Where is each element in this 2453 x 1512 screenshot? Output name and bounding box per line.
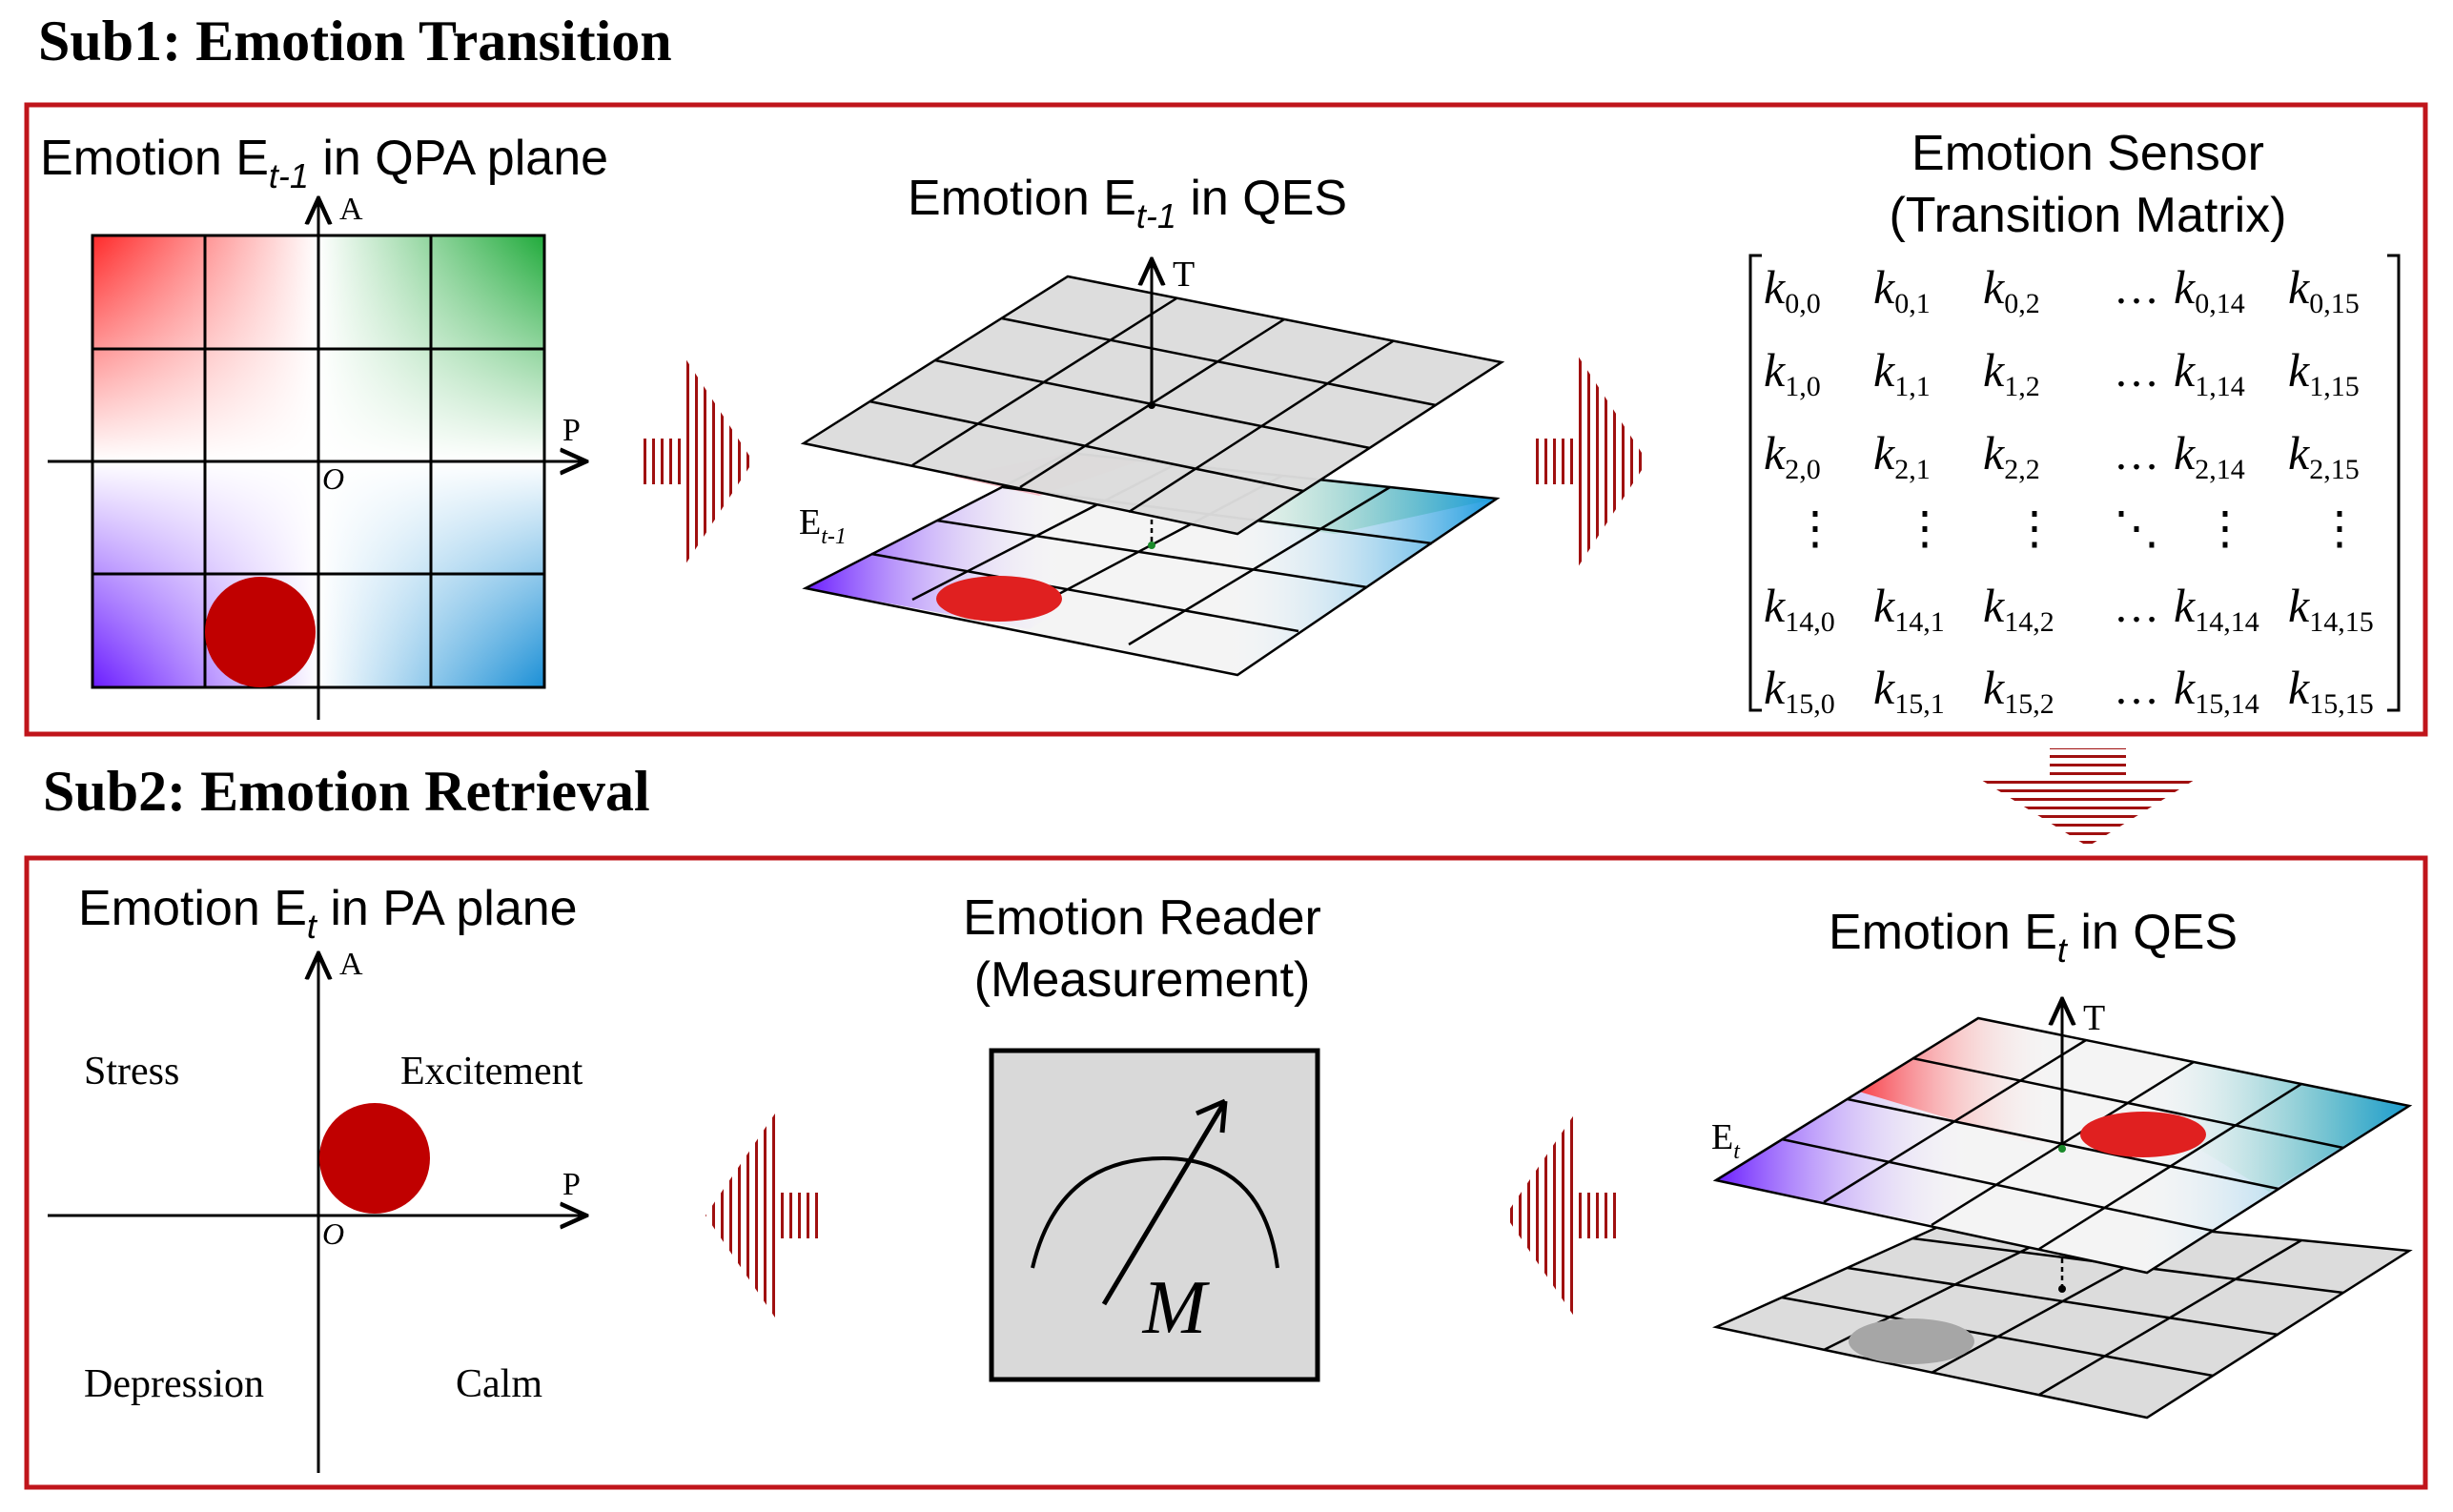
pa-plane-panel: Emotion Et in PA plane A P O Stress Exci… xyxy=(48,881,586,1473)
matrix-cell: k1,1 xyxy=(1873,343,1931,402)
matrix-cell: k1,15 xyxy=(2288,343,2360,402)
pa-origin-label: O xyxy=(322,1216,344,1251)
transition-matrix: k0,0 k0,1 k0,2 … k0,14 k0,15 k1,0 k1,1 k1,2 … k1,1… xyxy=(1764,260,2374,720)
flow-arrow-3 xyxy=(705,1111,818,1320)
matrix-cell: k15,2 xyxy=(1983,661,2054,720)
matrix-bracket-left xyxy=(1748,254,1762,712)
qes-prev-axis-t-label: T xyxy=(1173,255,1195,295)
matrix-cell: k2,1 xyxy=(1873,426,1931,485)
flow-arrow-down xyxy=(1973,748,2202,847)
flow-arrow-4 xyxy=(1505,1111,1618,1320)
qes-prev-e-label: Et-1 xyxy=(799,502,847,549)
reader-title-line1: Emotion Reader xyxy=(963,890,1321,946)
matrix-cell: k2,15 xyxy=(2288,426,2360,485)
qes-prev-emotion-dot xyxy=(936,576,1062,622)
qes-prev-color-plane xyxy=(802,451,1501,677)
qes-cur-axis-t-label: T xyxy=(2083,998,2105,1038)
meter-letter: M xyxy=(1142,1266,1211,1350)
matrix-cell: k2,0 xyxy=(1764,426,1821,485)
matrix-cell: k15,15 xyxy=(2288,661,2374,720)
sub1-heading: Sub1: Emotion Transition xyxy=(38,10,672,72)
matrix-cell: k0,15 xyxy=(2288,260,2360,319)
matrix-cell: k15,0 xyxy=(1764,661,1835,720)
matrix-cell: ⋮ xyxy=(2317,503,2362,554)
sub2-frame xyxy=(24,855,2428,1490)
qpa-axis-p-label: P xyxy=(562,413,581,448)
sensor-title-line1: Emotion Sensor xyxy=(1911,126,2264,181)
quadrant-excitement: Excitement xyxy=(400,1050,583,1093)
matrix-cell: ⋮ xyxy=(2012,503,2057,554)
matrix-cell: k1,14 xyxy=(2174,343,2245,402)
reader-title-line2: (Measurement) xyxy=(974,952,1311,1008)
qes-prev-panel: Emotion Et-1 in QES xyxy=(799,171,1505,677)
qpa-origin-label: O xyxy=(322,461,344,496)
matrix-cell: k14,0 xyxy=(1764,579,1835,638)
matrix-cell: … xyxy=(2114,582,2159,632)
matrix-cell: ⋱ xyxy=(2114,503,2159,554)
sub1-frame xyxy=(24,102,2428,737)
sub2-heading: Sub2: Emotion Retrieval xyxy=(43,760,650,823)
matrix-cell: … xyxy=(2114,346,2159,397)
emotion-dot-prev xyxy=(205,577,316,687)
matrix-cell: k0,2 xyxy=(1983,260,2040,319)
meter-needle-icon xyxy=(1101,1099,1228,1306)
matrix-cell: k1,0 xyxy=(1764,343,1821,402)
flow-arrow-1 xyxy=(641,353,753,570)
matrix-cell: ⋮ xyxy=(1792,503,1838,554)
matrix-cell: ⋮ xyxy=(2202,503,2248,554)
matrix-cell: k15,14 xyxy=(2174,661,2259,720)
reader-panel: Emotion Reader (Measurement) M xyxy=(963,890,1321,1382)
matrix-cell: k1,2 xyxy=(1983,343,2040,402)
matrix-cell: k0,0 xyxy=(1764,260,1821,319)
pa-axis-a-label: A xyxy=(339,947,363,982)
qpa-plane-title: Emotion Et-1 in QPA plane xyxy=(40,131,608,195)
matrix-bracket-right xyxy=(2387,254,2401,712)
flow-arrow-2 xyxy=(1535,353,1647,570)
qes-prev-title: Emotion Et-1 in QES xyxy=(908,171,1347,235)
matrix-cell: k14,1 xyxy=(1873,579,1945,638)
matrix-cell: … xyxy=(2114,263,2159,314)
qes-cur-title: Emotion Et in QES xyxy=(1829,905,2238,970)
matrix-cell: k14,14 xyxy=(2174,579,2259,638)
matrix-cell: k14,15 xyxy=(2288,579,2374,638)
qes-cur-emotion-dot xyxy=(2080,1112,2206,1157)
meter-dial-arc xyxy=(1031,1155,1279,1269)
emotion-dot-current xyxy=(319,1103,430,1214)
matrix-cell: … xyxy=(2114,664,2159,714)
quadrant-calm: Calm xyxy=(456,1362,542,1406)
qpa-axis-a-label: A xyxy=(339,192,363,227)
qes-cur-e-label: Et xyxy=(1711,1117,1741,1164)
matrix-cell: ⋮ xyxy=(1902,503,1948,554)
quadrant-stress: Stress xyxy=(84,1050,179,1093)
matrix-cell: k14,2 xyxy=(1983,579,2054,638)
quadrant-depression: Depression xyxy=(84,1362,264,1406)
matrix-cell: k2,14 xyxy=(2174,426,2245,485)
qes-cur-shadow-dot xyxy=(1849,1318,1974,1364)
pa-axis-p-label: P xyxy=(562,1167,581,1202)
matrix-cell: … xyxy=(2114,429,2159,480)
matrix-cell: k2,2 xyxy=(1983,426,2040,485)
pa-plane-title: Emotion Et in PA plane xyxy=(78,881,578,946)
qes-cur-panel: Emotion Et in QES xyxy=(1711,905,2413,1420)
matrix-cell: k15,1 xyxy=(1873,661,1945,720)
matrix-cell: k0,14 xyxy=(2174,260,2245,319)
sensor-title-line2: (Transition Matrix) xyxy=(1889,188,2286,243)
qpa-plane-panel: Emotion Et-1 in QPA plane A P O xyxy=(40,131,608,720)
matrix-cell: k0,1 xyxy=(1873,260,1931,319)
qes-cur-gray-plane xyxy=(1711,1207,2413,1420)
